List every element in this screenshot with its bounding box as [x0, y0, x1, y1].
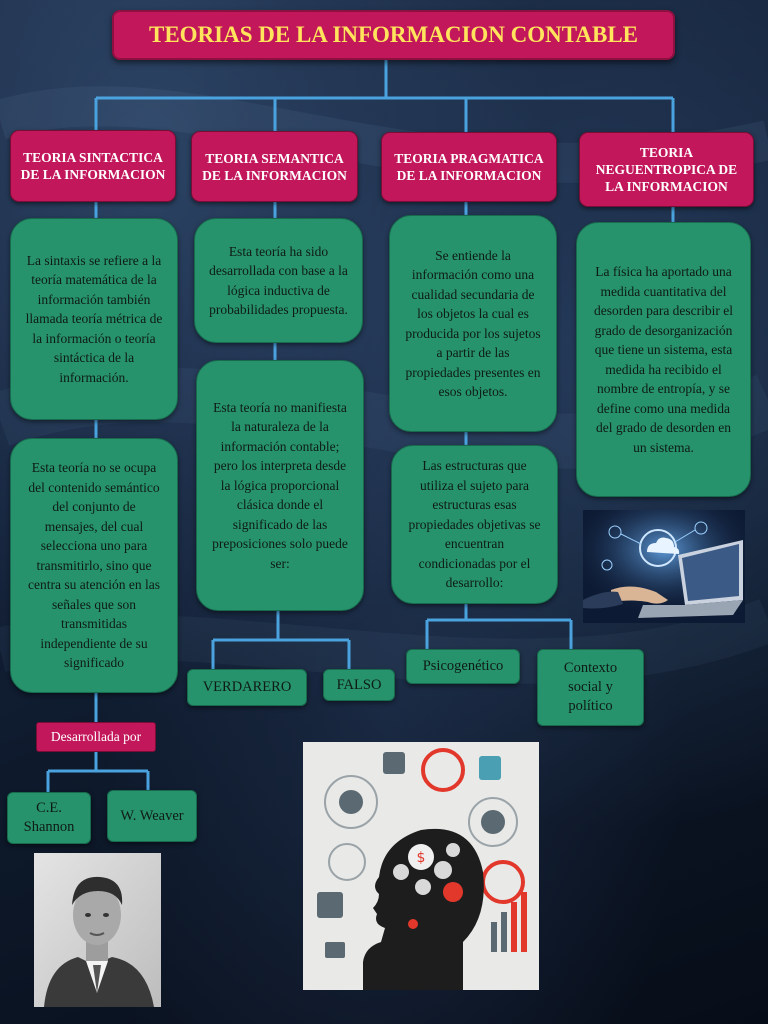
option-verdadero: VERDARERO — [187, 669, 307, 706]
heading-semantica: TEORIA SEMANTICA DE LA INFORMACION — [191, 131, 358, 202]
heading-sintactica: TEORIA SINTACTICA DE LA INFORMACION — [10, 130, 176, 202]
desc-sintactica-2: Esta teoría no se ocupa del contenido se… — [10, 438, 178, 693]
option-falso: FALSO — [323, 669, 395, 701]
svg-text:$: $ — [417, 850, 426, 866]
heading-neguentropica: TEORIA NEGUENTROPICA DE LA INFORMACION — [579, 132, 754, 207]
desc-pragmatica-1: Se entiende la información como una cual… — [389, 215, 557, 432]
developed-by-label: Desarrollada por — [36, 722, 156, 752]
option-contexto-social: Contexto social y político — [537, 649, 644, 726]
desc-pragmatica-2: Las estructuras que utiliza el sujeto pa… — [391, 445, 558, 604]
desc-semantica-1: Esta teoría ha sido desarrollada con bas… — [194, 218, 363, 343]
author-weaver: W. Weaver — [107, 790, 197, 842]
author-shannon: C.E. Shannon — [7, 792, 91, 844]
desc-neguentropica: La física ha aportado una medida cuantit… — [576, 222, 751, 497]
main-title: TEORIAS DE LA INFORMACION CONTABLE — [112, 10, 675, 60]
laptop-cloud-photo — [583, 510, 745, 623]
option-psicogenetico: Psicogenético — [406, 649, 520, 684]
heading-pragmatica: TEORIA PRAGMATICA DE LA INFORMACION — [381, 132, 557, 202]
desc-semantica-2: Esta teoría no manifiesta la naturaleza … — [196, 360, 364, 611]
desc-sintactica-1: La sintaxis se refiere a la teoría matem… — [10, 218, 178, 420]
head-gears-illustration: $ — [303, 742, 539, 990]
portrait-photo — [34, 853, 161, 1007]
